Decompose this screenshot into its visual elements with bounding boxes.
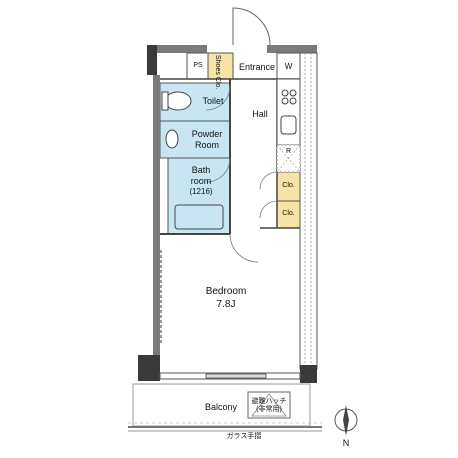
kitchen-counter (276, 78, 301, 146)
shoes-closet-label: Shoes Clo. (214, 55, 222, 90)
refrigerator-label: R (285, 148, 292, 155)
bathroom-label-2: room (190, 176, 212, 186)
bathroom-label-1: Bath (191, 165, 211, 175)
powder-room-label-1: Powder (191, 129, 223, 139)
entrance-label: Entrance (238, 62, 276, 72)
wall-right (299, 52, 318, 370)
wall-top-right (267, 45, 317, 53)
bedroom-size: 7.8J (216, 299, 236, 310)
powder-door-swing (205, 157, 231, 183)
window-sash (205, 373, 267, 379)
toilet-door-swing (205, 85, 231, 111)
bathtub (174, 204, 224, 230)
ps-label: PS (193, 62, 203, 69)
entrance-door-swing (232, 7, 271, 46)
closet-door-swing-lower (259, 200, 278, 219)
escape-hatch (247, 391, 291, 419)
hatch-label-2: (非常用) (256, 406, 282, 413)
wall-bottom-right-column (300, 365, 317, 383)
hall-label: Hall (252, 109, 268, 119)
compass-north-label: N (342, 438, 350, 448)
powder-room-label-2: Room (194, 140, 219, 150)
wall-bottom-left-column (138, 355, 160, 381)
bedroom-door-swing (229, 233, 259, 263)
hatch-label-1: 避難ハッチ (251, 398, 287, 405)
powder-basin (165, 129, 179, 149)
glass-rail-label: ガラス手摺 (226, 433, 262, 440)
closet-upper-label: Clo. (282, 182, 295, 189)
compass-needle (343, 405, 349, 436)
closet-lower-label: Clo. (282, 210, 295, 217)
balcony-label: Balcony (204, 402, 238, 412)
wall-left (153, 75, 160, 357)
toilet-bowl (164, 91, 192, 111)
bathroom-size: (1216) (189, 187, 213, 196)
kitchen-sink (280, 115, 297, 135)
bedroom-label: Bedroom (205, 286, 247, 297)
bathroom-area (167, 157, 231, 235)
closet-door-swing-upper (259, 171, 278, 190)
toilet-label: Toilet (202, 96, 224, 106)
washer-label: W (284, 62, 293, 71)
wall-ps-block (147, 45, 157, 75)
wall-top-left (147, 45, 207, 53)
